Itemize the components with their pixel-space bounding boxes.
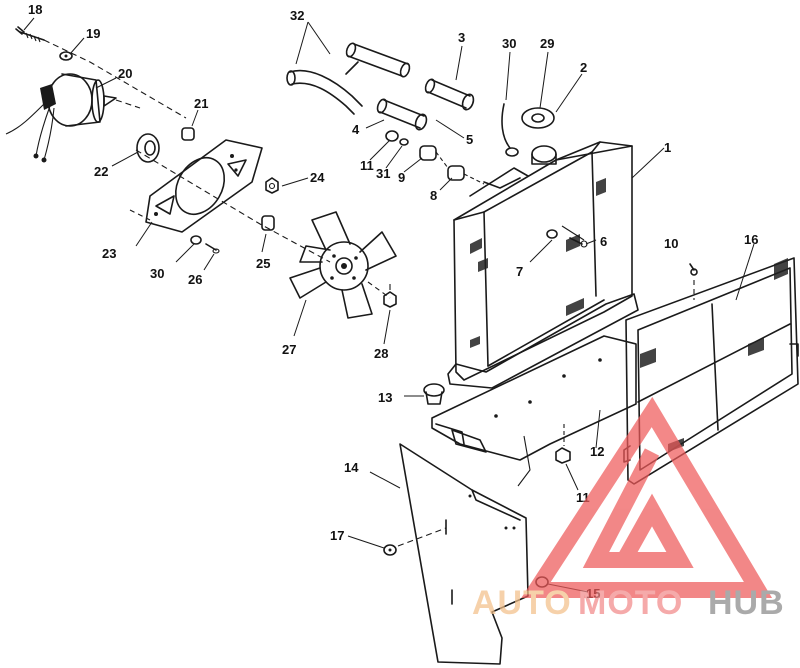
callout-14: 14 xyxy=(344,460,359,475)
overflow-tube xyxy=(501,103,519,157)
hub-22 xyxy=(136,133,160,163)
radiator-cap xyxy=(521,107,557,165)
callout-1: 1 xyxy=(664,140,671,155)
radiator xyxy=(447,141,639,389)
callout-3: 3 xyxy=(458,30,465,45)
callout-22: 22 xyxy=(94,164,108,179)
callout-7: 7 xyxy=(516,264,523,279)
callout-6: 6 xyxy=(600,234,607,249)
callout-16: 16 xyxy=(744,232,758,247)
callout-4: 4 xyxy=(352,122,360,137)
callout-28: 28 xyxy=(374,346,388,361)
spacer-25 xyxy=(261,215,275,231)
side-panel-14 xyxy=(399,443,529,665)
fan-blade xyxy=(289,211,397,319)
hose-4 xyxy=(376,98,428,131)
callout-25: 25 xyxy=(256,256,270,271)
watermark-moto: MOTO xyxy=(578,584,683,622)
callout-30-upper: 30 xyxy=(502,36,516,51)
callout-26: 26 xyxy=(188,272,202,287)
callout-8: 8 xyxy=(430,188,437,203)
nut-28 xyxy=(383,291,397,308)
watermark-auto: AUTO xyxy=(472,584,572,622)
nut-24 xyxy=(265,177,279,194)
callout-31: 31 xyxy=(376,166,390,181)
clamp-parts xyxy=(385,130,485,185)
callout-18: 18 xyxy=(28,2,42,17)
callout-23: 23 xyxy=(102,246,116,261)
callout-2: 2 xyxy=(580,60,587,75)
spacer-21 xyxy=(181,127,195,141)
callout-24: 24 xyxy=(310,170,325,185)
callout-9: 9 xyxy=(398,170,405,185)
callout-10: 10 xyxy=(664,236,678,251)
callout-13: 13 xyxy=(378,390,392,405)
base-plate-12 xyxy=(431,335,637,487)
bolt-18 xyxy=(15,26,45,43)
screen-16 xyxy=(623,257,799,485)
callout-12: 12 xyxy=(590,444,604,459)
watermark-logo: AUTO MOTO HUB xyxy=(472,396,785,622)
callout-29: 29 xyxy=(540,36,554,51)
callout-17: 17 xyxy=(330,528,344,543)
bolt-10 xyxy=(689,263,698,300)
leader-lines xyxy=(23,17,755,593)
washer-30-screw-26 xyxy=(190,235,220,254)
callout-30-lower: 30 xyxy=(150,266,164,281)
callout-11-upper: 11 xyxy=(360,158,374,173)
grommet-13 xyxy=(423,383,445,405)
motor-mount-plate xyxy=(145,139,263,233)
callout-19: 19 xyxy=(86,26,100,41)
fan-motor xyxy=(5,73,117,163)
watermark-triangle-icon xyxy=(521,396,773,598)
washer-19 xyxy=(59,51,73,61)
watermark-hub: HUB xyxy=(708,584,785,622)
nut-11-lower xyxy=(555,424,571,464)
hose-3 xyxy=(424,78,475,111)
callout-32: 32 xyxy=(290,8,304,23)
callout-20: 20 xyxy=(118,66,132,81)
washer-17 xyxy=(383,527,447,556)
callout-5: 5 xyxy=(466,132,473,147)
callout-21: 21 xyxy=(194,96,208,111)
upper-hose-32 xyxy=(286,42,411,115)
callout-27: 27 xyxy=(282,342,296,357)
